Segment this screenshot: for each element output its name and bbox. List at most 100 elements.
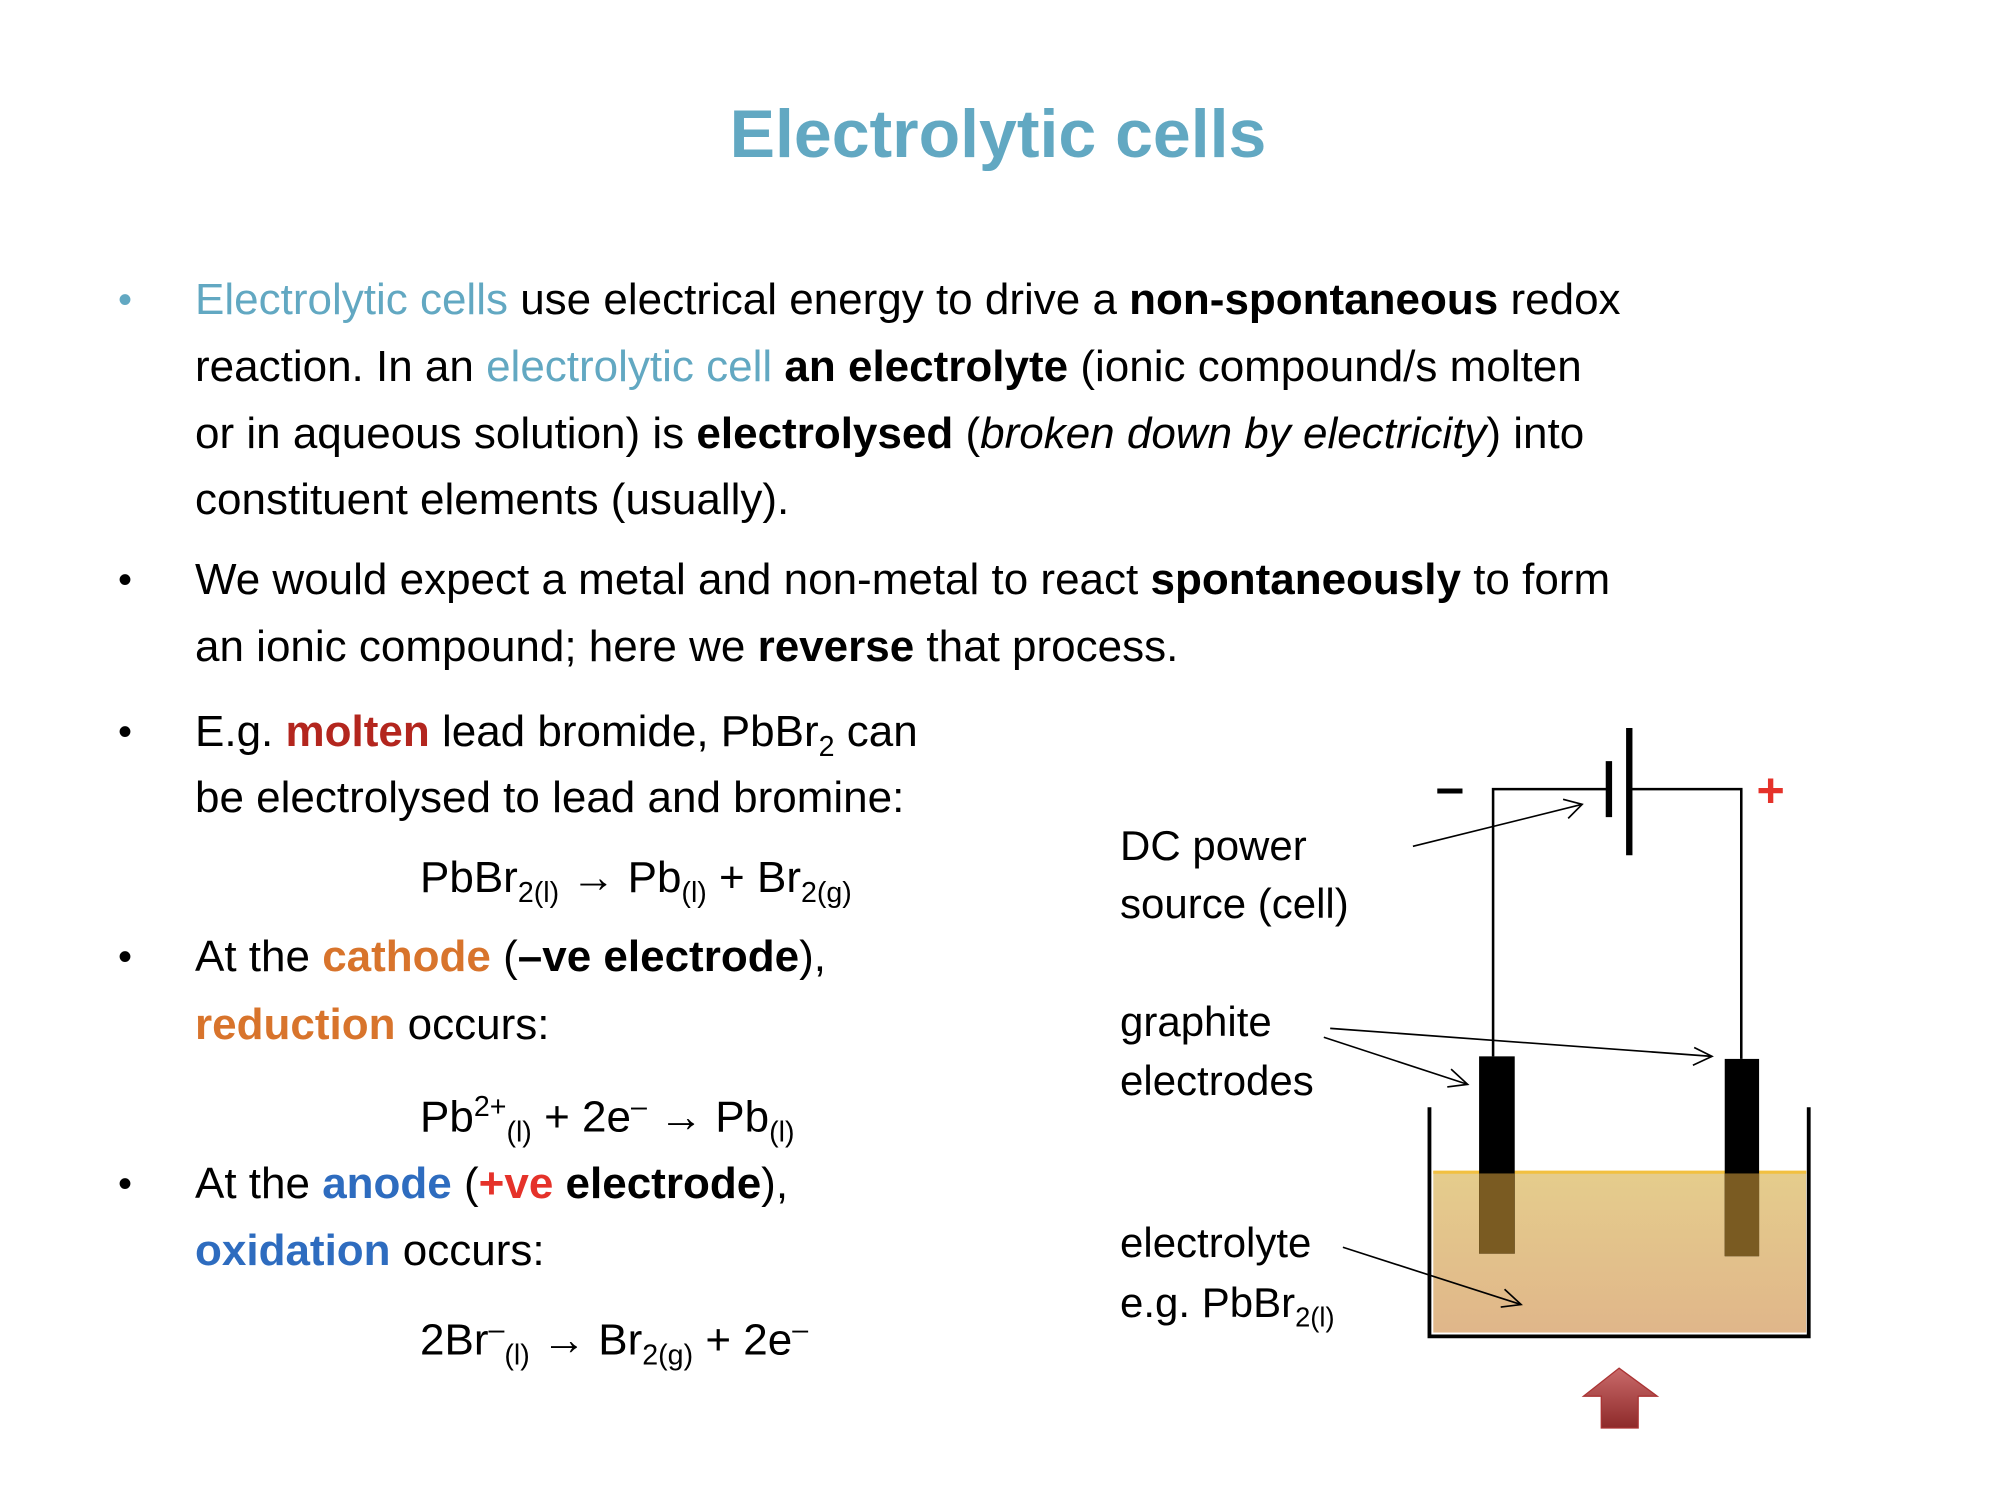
bullet-text-line: Electrolytic cells use electrical energy… — [195, 274, 1621, 326]
text-run: (l) — [769, 1116, 795, 1149]
bullet-text-line: oxidation occurs: — [195, 1225, 545, 1277]
text-run: electrode — [565, 1159, 762, 1208]
bullet-text-line: reaction. In an electrolytic cell an ele… — [195, 341, 1582, 393]
right-electrode-submerged — [1724, 1173, 1760, 1257]
heat-arrow-icon — [1581, 1367, 1660, 1429]
text-run: ( — [451, 1159, 479, 1208]
text-run: or in aqueous solution) is — [195, 409, 697, 458]
chemical-equation: 2Br–(l) → Br2(g) + 2e– — [420, 1304, 808, 1382]
bullet-icon: • — [118, 278, 133, 322]
text-run: (l) — [681, 877, 707, 909]
bullet-text-line: We would expect a metal and non-metal to… — [195, 554, 1610, 606]
bullet-text-line: E.g. molten lead bromide, PbBr2 can — [195, 706, 918, 773]
text-run: cathode — [322, 932, 491, 981]
text-run: lead bromide, PbBr — [429, 707, 819, 756]
text-run: We would expect a metal and non-metal to… — [195, 555, 1151, 604]
text-run: → Pb — [646, 1092, 770, 1142]
text-run: molten — [285, 707, 430, 756]
text-run: 2(g) — [642, 1339, 694, 1372]
diagram-label: electrodes — [1120, 1055, 1314, 1107]
text-run: + Br — [706, 853, 801, 902]
bullet-icon: • — [118, 935, 133, 979]
chemical-equation: PbBr2(l) → Pb(l) + Br2(g) — [420, 852, 852, 919]
text-run: (l) — [504, 1339, 530, 1372]
text-run: source (cell) — [1120, 880, 1349, 927]
text-run: 2Br — [420, 1315, 489, 1365]
text-run: ), — [799, 932, 826, 981]
text-run: occurs: — [390, 1226, 545, 1275]
text-run: → Br — [529, 1315, 643, 1365]
text-run: anode — [322, 1159, 452, 1208]
text-run: +ve — [478, 1159, 554, 1208]
text-run: reduction — [195, 1000, 396, 1049]
text-run: redox — [1498, 275, 1621, 324]
bullet-text-line: be electrolysed to lead and bromine: — [195, 772, 904, 824]
text-run: can — [834, 707, 918, 756]
text-run: 2+ — [473, 1091, 507, 1123]
text-run: → Pb — [559, 853, 682, 902]
bullet-text-line: At the anode (+ve electrode), — [195, 1158, 788, 1210]
diagram-label: graphite — [1120, 996, 1272, 1048]
text-run: – — [792, 1314, 809, 1346]
slide-title: Electrolytic cells — [729, 96, 1267, 172]
text-run: occurs: — [395, 1000, 550, 1049]
beaker — [1427, 1107, 1811, 1339]
left-electrode-submerged — [1479, 1173, 1515, 1254]
text-run: + 2e — [531, 1092, 631, 1142]
text-run: that process. — [914, 622, 1179, 671]
text-run: Pb — [420, 1092, 474, 1142]
text-run: 2(l) — [1295, 1301, 1335, 1333]
text-run: graphite — [1120, 998, 1272, 1045]
bullet-icon: • — [118, 710, 133, 754]
text-run: electrolytic cell — [486, 342, 773, 391]
diagram-label: DC power — [1120, 820, 1307, 872]
text-run: ( — [953, 409, 981, 458]
text-run: – — [630, 1091, 647, 1123]
circuit-wires — [1491, 787, 1743, 1059]
text-run: reaction. In an — [195, 342, 487, 391]
bullet-text-line: or in aqueous solution) is electrolysed … — [195, 408, 1584, 460]
text-run: ( — [490, 932, 518, 981]
text-run: electrolyte — [1120, 1219, 1312, 1266]
bullet-text-line: an ionic compound; here we reverse that … — [195, 621, 1178, 673]
text-run: electrolysed — [696, 409, 954, 458]
text-run: an ionic compound; here we — [195, 622, 758, 671]
text-run: + 2e — [693, 1315, 793, 1365]
bullet-text-line: reduction occurs: — [195, 999, 550, 1051]
text-run: e.g. PbBr — [1120, 1279, 1296, 1326]
text-run: electrodes — [1120, 1057, 1314, 1104]
battery-symbol — [1605, 728, 1633, 856]
text-run: 2(g) — [800, 877, 852, 909]
diagram-label: e.g. PbBr2(l) — [1120, 1277, 1335, 1344]
positive-terminal-sign: + — [1757, 764, 1785, 818]
text-run: 2 — [818, 731, 835, 763]
bullet-icon: • — [118, 558, 133, 602]
text-run: oxidation — [195, 1226, 391, 1275]
text-run: non-spontaneous — [1129, 275, 1499, 324]
text-run: constituent elements (usually). — [195, 475, 790, 524]
text-run: 2(l) — [517, 877, 560, 909]
text-run: be electrolysed to lead and bromine: — [195, 773, 905, 822]
text-run: – — [488, 1314, 505, 1346]
text-run: –ve electrode — [517, 932, 800, 981]
text-run: ), — [761, 1159, 789, 1208]
text-run: PbBr — [420, 853, 518, 902]
text-run: an electrolyte — [784, 342, 1069, 391]
diagram-label: electrolyte — [1120, 1217, 1311, 1269]
text-run: (l) — [506, 1116, 532, 1149]
text-run: At the — [195, 932, 323, 981]
text-run: (ionic compound/s molten — [1068, 342, 1582, 391]
bullet-text-line: At the cathode (–ve electrode), — [195, 931, 826, 983]
text-run: E.g. — [195, 707, 286, 756]
label-arrows — [1323, 798, 1714, 1308]
text-run: DC power — [1120, 822, 1307, 869]
text-run: spontaneously — [1150, 555, 1461, 604]
chemical-equation: Pb2+(l) + 2e– → Pb(l) — [420, 1081, 795, 1159]
text-run: ) into — [1486, 409, 1585, 458]
text-run: broken down by electricity — [980, 409, 1487, 458]
bullet-icon: • — [118, 1162, 133, 1206]
bullet-text-line: constituent elements (usually). — [195, 474, 789, 526]
text-run: to form — [1460, 555, 1611, 604]
